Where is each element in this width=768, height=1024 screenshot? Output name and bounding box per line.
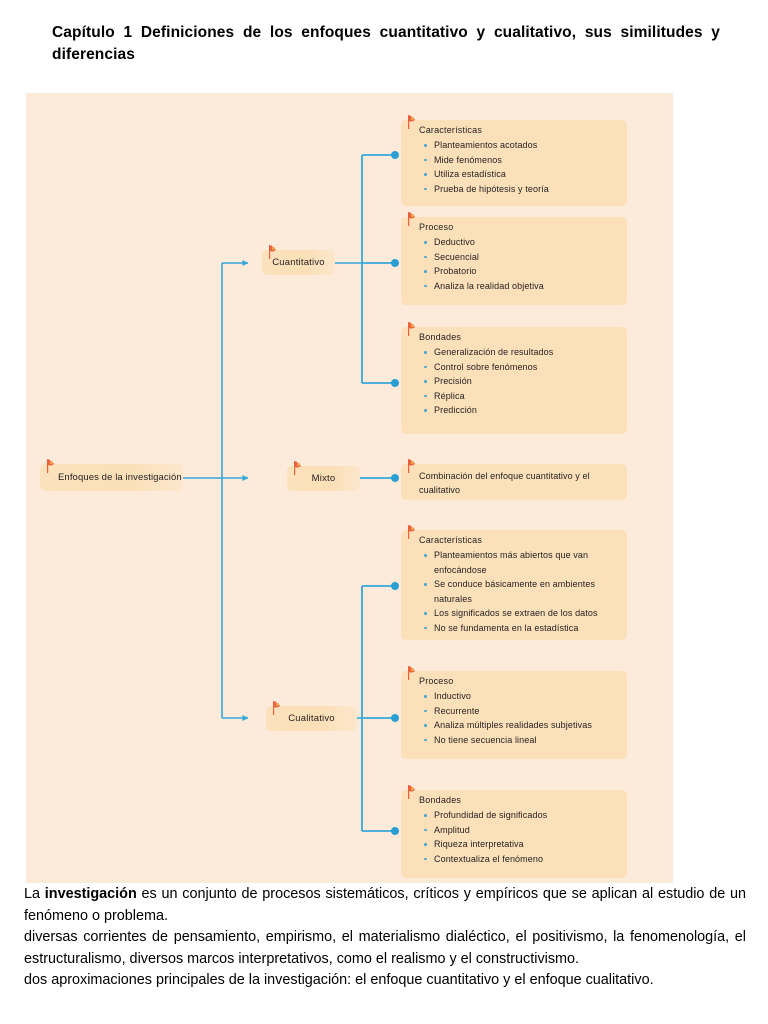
- node-label: Cuantitativo: [272, 257, 325, 268]
- list-item: Mide fenómenos: [423, 153, 615, 168]
- list-item: Generalización de resultados: [423, 345, 615, 360]
- paragraph-definicion: La investigación es un conjunto de proce…: [24, 884, 746, 927]
- pin-icon: [407, 322, 416, 336]
- pin-icon: [407, 459, 416, 473]
- list-item: Riqueza interpretativa: [423, 837, 615, 852]
- list-item: Prueba de hipótesis y teoría: [423, 182, 615, 197]
- box-title: Bondades: [419, 332, 462, 342]
- list-item: No tiene secuencia lineal: [423, 733, 615, 748]
- paragraph-corrientes: diversas corrientes de pensamiento, empi…: [24, 929, 746, 967]
- list-item: Contextualiza el fenómeno: [423, 852, 615, 867]
- node-label: Cualitativo: [288, 713, 335, 724]
- bullet-list: Inductivo Recurrente Analiza múltiples r…: [423, 689, 615, 747]
- pin-icon: [407, 212, 416, 226]
- pin-icon: [407, 666, 416, 680]
- box-cuantitativo-bondades[interactable]: Bondades Generalización de resultados Co…: [401, 322, 627, 434]
- pin-icon: [272, 701, 281, 715]
- list-item: Se conduce básicamente en ambientes natu…: [423, 577, 615, 606]
- box-mixto-combinacion[interactable]: Combinación del enfoque cuantitativo y e…: [401, 459, 627, 500]
- list-item: Deductivo: [423, 235, 615, 250]
- node-enfoques-investigacion[interactable]: Enfoques de la investigación: [40, 459, 183, 491]
- node-mixto[interactable]: Mixto: [287, 461, 360, 491]
- body-copy: La investigación es un conjunto de proce…: [24, 884, 746, 992]
- list-item: Probatorio: [423, 264, 615, 279]
- paragraph-prefix: La: [24, 886, 45, 902]
- bullet-list: Deductivo Secuencial Probatorio Analiza …: [423, 235, 615, 293]
- pin-icon: [268, 245, 277, 259]
- box-title: Bondades: [419, 795, 462, 805]
- list-item: Amplitud: [423, 823, 615, 838]
- bullet-list: Planteamientos más abiertos que van enfo…: [423, 548, 615, 635]
- paragraph-keyword: investigación: [44, 886, 137, 902]
- box-title: Proceso: [419, 676, 454, 686]
- pin-icon: [46, 459, 55, 473]
- bullet-list: Profundidad de significados Amplitud Riq…: [423, 808, 615, 866]
- list-item: Predicción: [423, 403, 615, 418]
- node-label: Enfoques de la investigación: [58, 472, 182, 483]
- pin-icon: [407, 525, 416, 539]
- pin-icon: [293, 461, 302, 475]
- list-item: Analiza la realidad objetiva: [423, 279, 615, 294]
- bullet-list: Planteamientos acotados Mide fenómenos U…: [423, 138, 615, 196]
- pin-icon: [407, 115, 416, 129]
- box-description: Combinación del enfoque cuantitativo y e…: [419, 471, 590, 495]
- box-cuantitativo-proceso[interactable]: Proceso Deductivo Secuencial Probatorio …: [401, 212, 627, 305]
- box-cualitativo-caracteristicas[interactable]: Características Planteamientos más abier…: [401, 525, 627, 640]
- list-item: Secuencial: [423, 250, 615, 265]
- node-cuantitativo[interactable]: Cuantitativo: [262, 245, 335, 275]
- list-item: Los significados se extraen de los datos: [423, 606, 615, 621]
- list-item: Réplica: [423, 389, 615, 404]
- diagram-panel: Enfoques de la investigación Cuantitativ…: [26, 93, 673, 883]
- box-title: Características: [419, 125, 483, 135]
- box-title: Proceso: [419, 222, 454, 232]
- list-item: Utiliza estadística: [423, 167, 615, 182]
- node-cualitativo[interactable]: Cualitativo: [266, 701, 357, 731]
- box-cuantitativo-caracteristicas[interactable]: Características Planteamientos acotados …: [401, 115, 627, 206]
- list-item: Control sobre fenómenos: [423, 360, 615, 375]
- bullet-list: Generalización de resultados Control sob…: [423, 345, 615, 418]
- paragraph-rest: es un conjunto de procesos sistemáticos,…: [24, 886, 746, 924]
- list-item: Analiza múltiples realidades subjetivas: [423, 718, 615, 733]
- paragraph-aproximaciones: dos aproximaciones principales de la inv…: [24, 972, 654, 988]
- list-item: Precisión: [423, 374, 615, 389]
- list-item: Planteamientos más abiertos que van enfo…: [423, 548, 615, 577]
- page-title: Capítulo 1 Definiciones de los enfoques …: [52, 22, 720, 66]
- box-cualitativo-bondades[interactable]: Bondades Profundidad de significados Amp…: [401, 785, 627, 878]
- list-item: Recurrente: [423, 704, 615, 719]
- list-item: Profundidad de significados: [423, 808, 615, 823]
- page-title-text: Capítulo 1 Definiciones de los enfoques …: [52, 24, 720, 63]
- pin-icon: [407, 785, 416, 799]
- list-item: No se fundamenta en la estadística: [423, 621, 615, 636]
- list-item: Planteamientos acotados: [423, 138, 615, 153]
- node-label: Mixto: [311, 473, 336, 484]
- box-cualitativo-proceso[interactable]: Proceso Inductivo Recurrente Analiza múl…: [401, 666, 627, 759]
- box-title: Características: [419, 535, 483, 545]
- list-item: Inductivo: [423, 689, 615, 704]
